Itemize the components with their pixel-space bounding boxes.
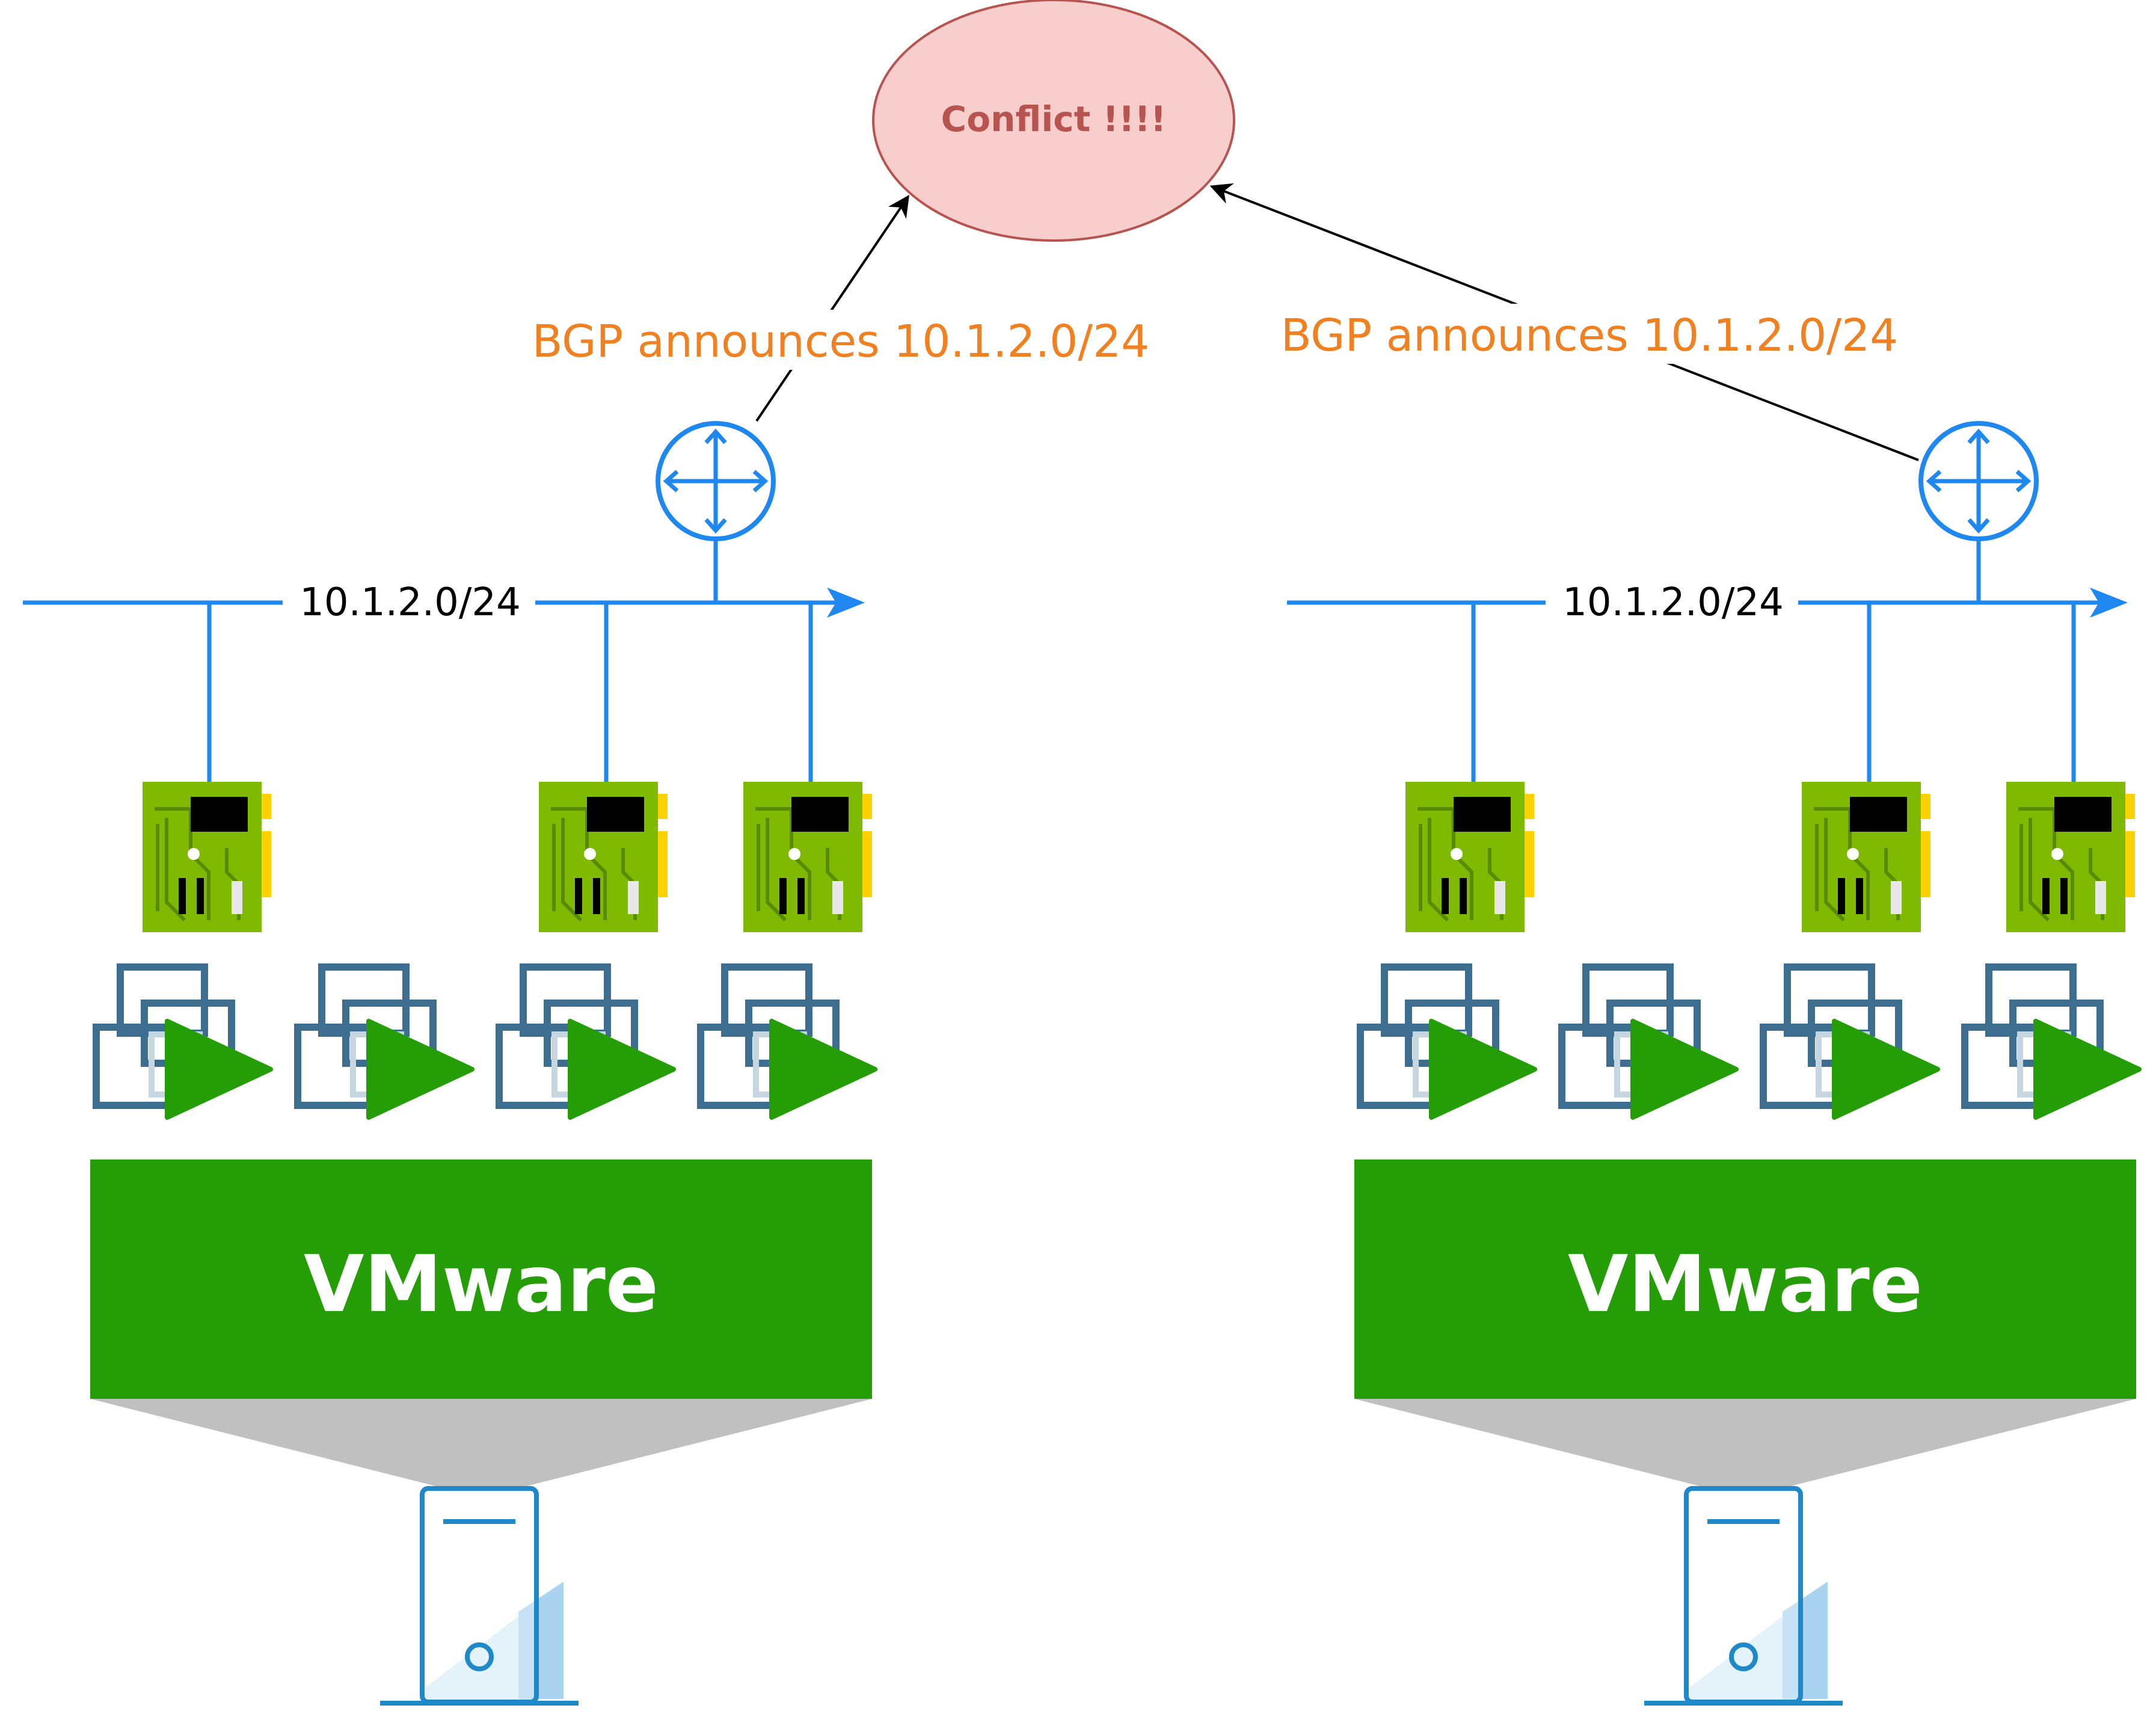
virtual-machine-icon	[499, 967, 674, 1117]
conflict-node: Conflict !!!!	[872, 0, 1235, 242]
network-arrow-left	[827, 588, 865, 618]
server-icon	[1644, 1488, 1843, 1703]
virtual-machine-icon	[298, 967, 472, 1117]
virtual-machine-icon	[1360, 967, 1535, 1117]
hypervisor-funnel-left	[90, 1399, 872, 1488]
hypervisor-box-left	[90, 1159, 872, 1399]
site-right: 10.1.2.0/24 VMware	[1287, 423, 2139, 1703]
subnet-label-left: 10.1.2.0/24	[299, 580, 521, 625]
network-card-icon	[743, 782, 872, 932]
conflict-label: Conflict !!!!	[941, 99, 1167, 140]
virtual-machine-icon	[96, 967, 271, 1117]
hypervisor-funnel-right	[1354, 1399, 2136, 1488]
network-arrow-right	[2090, 588, 2128, 618]
bgp-label-left-group: BGP announces 10.1.2.0/24	[520, 310, 1161, 370]
bgp-label-right-group: BGP announces 10.1.2.0/24	[1269, 304, 1909, 364]
router-icon	[1921, 423, 2036, 539]
bgp-announcement-left: BGP announces 10.1.2.0/24	[532, 316, 1150, 367]
bgp-announcement-right: BGP announces 10.1.2.0/24	[1281, 310, 1899, 361]
hypervisor-label-left: VMware	[304, 1238, 659, 1330]
network-card-icon	[143, 782, 271, 932]
hypervisor-box-right	[1354, 1159, 2136, 1399]
virtual-machine-icon	[1763, 967, 1938, 1117]
server-icon	[380, 1488, 579, 1703]
network-card-icon	[1802, 782, 1930, 932]
network-card-icon	[1405, 782, 1534, 932]
subnet-label-right: 10.1.2.0/24	[1562, 580, 1784, 625]
bgp-arrow-left	[755, 195, 910, 422]
virtual-machine-icon	[1562, 967, 1736, 1117]
hypervisor-label-right: VMware	[1568, 1238, 1923, 1330]
network-card-icon	[539, 782, 668, 932]
network-card-icon	[2006, 782, 2135, 932]
router-icon	[658, 423, 773, 539]
virtual-machine-icon	[701, 967, 875, 1117]
virtual-machine-icon	[1965, 967, 2139, 1117]
site-left: 10.1.2.0/24 VMware	[23, 423, 875, 1703]
